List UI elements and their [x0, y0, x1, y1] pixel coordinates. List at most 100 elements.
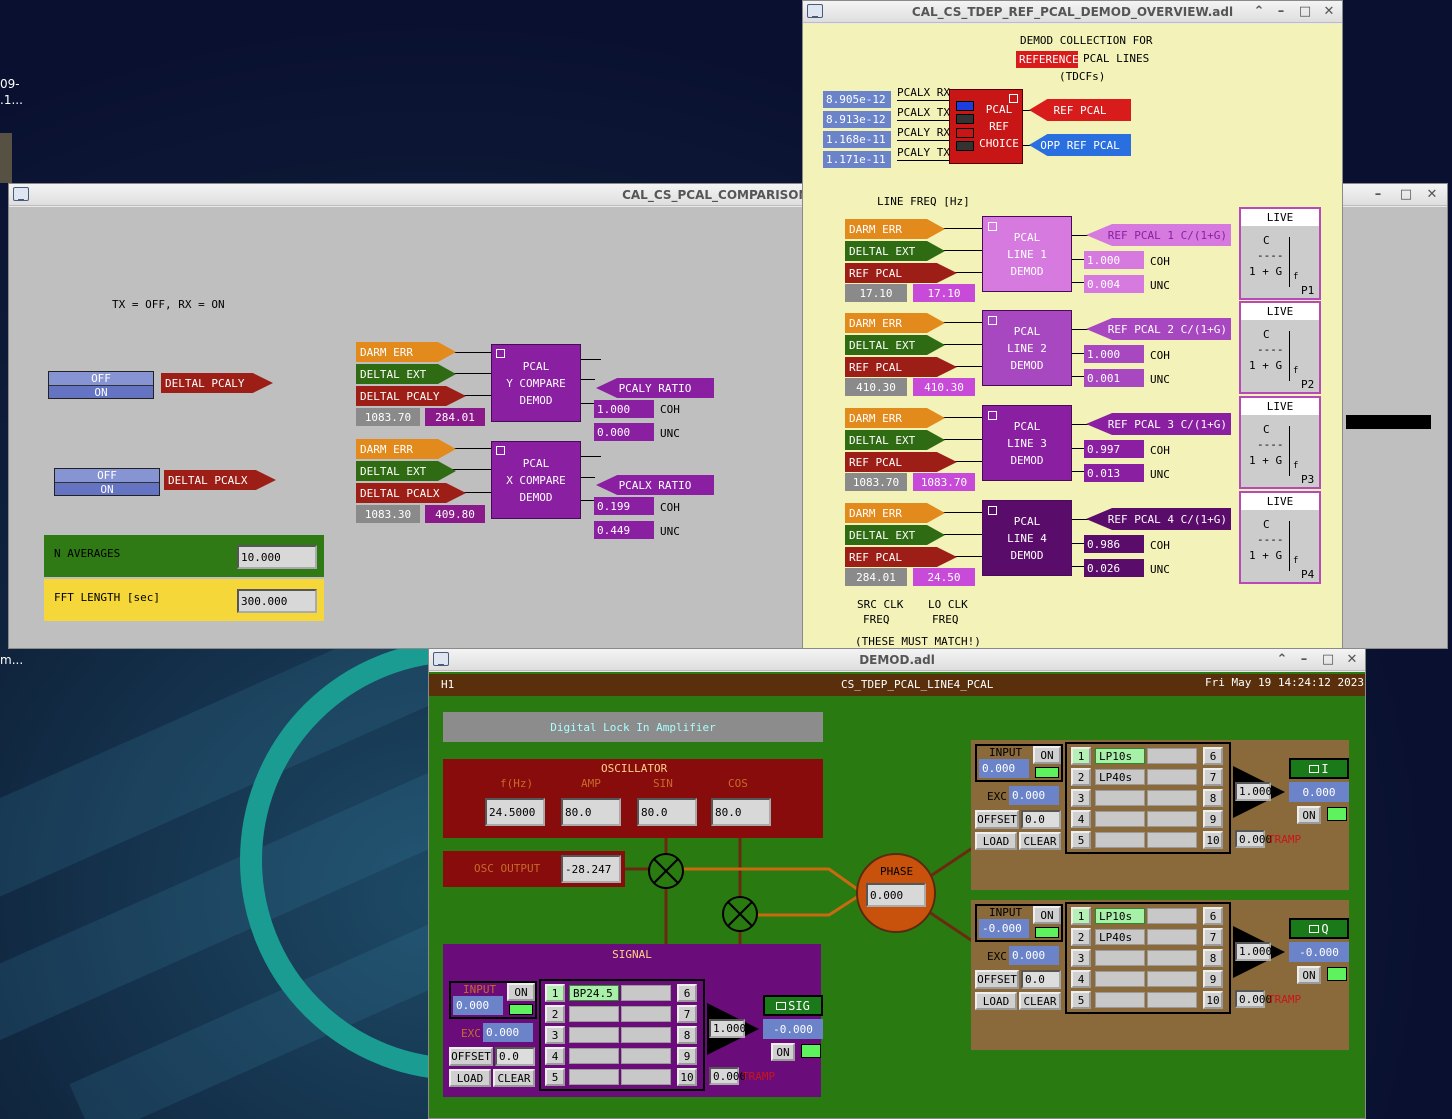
desktop-icon-thumbnail[interactable]: [0, 133, 12, 183]
q-filter-5-button[interactable]: 5: [1071, 991, 1091, 1009]
q-filter-1-button[interactable]: 1: [1071, 907, 1091, 925]
overview-titlebar[interactable]: CAL_CS_TDEP_REF_PCAL_DEMOD_OVERVIEW.adl …: [803, 1, 1342, 23]
i-offset-button[interactable]: OFFSET: [975, 810, 1019, 829]
maximize-icon[interactable]: □: [1321, 652, 1335, 667]
signal-filter-4-button[interactable]: 4: [545, 1047, 565, 1065]
signal-load-button[interactable]: LOAD: [449, 1069, 491, 1087]
deltal-pcalx-link[interactable]: DELTAL PCALX: [164, 470, 276, 490]
pcaly-on-button[interactable]: ON: [49, 385, 153, 398]
signal-offset-button[interactable]: OFFSET: [449, 1047, 493, 1066]
n-averages-input[interactable]: 10.000: [237, 545, 317, 569]
i-filter-7-button[interactable]: 7: [1203, 768, 1223, 786]
i-input-on-button[interactable]: ON: [1033, 746, 1061, 764]
line-1-deltal-ext-link[interactable]: DELTAL EXT: [845, 241, 945, 261]
signal-filter-8-button[interactable]: 8: [677, 1026, 697, 1044]
pcaly-off-button[interactable]: OFF: [49, 372, 153, 385]
signal-filter-7-button[interactable]: 7: [677, 1005, 697, 1023]
pcalx-off-button[interactable]: OFF: [55, 469, 159, 482]
pcalx-toggle[interactable]: OFF ON: [54, 468, 160, 496]
osc-sin-input[interactable]: 80.0: [637, 798, 697, 826]
line-4-deltal-ext-link[interactable]: DELTAL EXT: [845, 525, 945, 545]
opp-ref-pcal-link[interactable]: OPP REF PCAL: [1029, 134, 1131, 156]
i-offset-input[interactable]: 0.0: [1021, 810, 1061, 829]
q-filter-3-button[interactable]: 3: [1071, 949, 1091, 967]
i-tramp-input[interactable]: 0.000: [1235, 830, 1272, 848]
pcal-line-1-demod-block[interactable]: PCAL LINE 1 DEMOD: [982, 216, 1072, 292]
ref-pcal-1-link[interactable]: REF PCAL 1 C/(1+G): [1086, 224, 1231, 246]
close-icon[interactable]: ✕: [1426, 187, 1438, 202]
ref-pcal-4-link[interactable]: REF PCAL 4 C/(1+G): [1086, 508, 1231, 530]
i-output-button[interactable]: I: [1289, 758, 1349, 779]
restore-icon[interactable]: ⌃: [1253, 4, 1265, 19]
signal-filter-3-button[interactable]: 3: [545, 1026, 565, 1044]
window-icon[interactable]: [807, 4, 823, 18]
q-filter-2-button[interactable]: 2: [1071, 928, 1091, 946]
signal-filter-10-button[interactable]: 10: [677, 1068, 697, 1086]
pcalx-ratio-link[interactable]: PCALX RATIO: [596, 475, 714, 495]
close-icon[interactable]: ✕: [1346, 652, 1358, 667]
y-deltal-pcaly-link[interactable]: DELTAL PCALY: [356, 386, 466, 406]
osc-amp-input[interactable]: 80.0: [561, 798, 621, 826]
x-deltal-pcalx-link[interactable]: DELTAL PCALX: [356, 483, 466, 503]
pcal-ref-choice-block[interactable]: PCAL REF CHOICE: [949, 89, 1023, 164]
window-icon[interactable]: [433, 652, 449, 666]
i-filter-5-button[interactable]: 5: [1071, 831, 1091, 849]
signal-output-button[interactable]: SIG: [763, 995, 823, 1016]
signal-filter-9-button[interactable]: 9: [677, 1047, 697, 1065]
i-filter-3-button[interactable]: 3: [1071, 789, 1091, 807]
q-filter-6-button[interactable]: 6: [1203, 907, 1223, 925]
i-filter-1-button[interactable]: 1: [1071, 747, 1091, 765]
y-darm-err-link[interactable]: DARM ERR: [356, 342, 456, 362]
line-3-darm-err-link[interactable]: DARM ERR: [845, 408, 945, 428]
line-3-ref-pcal-link[interactable]: REF PCAL: [845, 452, 957, 472]
pcaly-ratio-link[interactable]: PCALY RATIO: [596, 378, 714, 398]
signal-filter-2-button[interactable]: 2: [545, 1005, 565, 1023]
line-1-ref-pcal-link[interactable]: REF PCAL: [845, 263, 957, 283]
related-display-icon[interactable]: [496, 446, 505, 455]
q-gain-input[interactable]: 1.000: [1235, 942, 1272, 961]
q-offset-button[interactable]: OFFSET: [975, 970, 1019, 989]
pcal-x-compare-demod-block[interactable]: PCAL X COMPARE DEMOD: [491, 441, 581, 519]
i-filter-6-button[interactable]: 6: [1203, 747, 1223, 765]
x-darm-err-link[interactable]: DARM ERR: [356, 439, 456, 459]
q-filter-4-button[interactable]: 4: [1071, 970, 1091, 988]
q-output-button[interactable]: Q: [1289, 918, 1349, 939]
x-deltal-ext-link[interactable]: DELTAL EXT: [356, 461, 456, 481]
osc-frequency-input[interactable]: 24.5000: [485, 798, 545, 826]
i-gain-input[interactable]: 1.000: [1235, 782, 1272, 801]
line-1-darm-err-link[interactable]: DARM ERR: [845, 219, 945, 239]
line-3-deltal-ext-link[interactable]: DELTAL EXT: [845, 430, 945, 450]
related-display-icon[interactable]: [1009, 94, 1018, 103]
ref-pcal-2-link[interactable]: REF PCAL 2 C/(1+G): [1086, 318, 1231, 340]
osc-cos-input[interactable]: 80.0: [711, 798, 771, 826]
signal-filter-6-button[interactable]: 6: [677, 984, 697, 1002]
demod-titlebar[interactable]: DEMOD.adl ⌃ – □ ✕: [429, 649, 1365, 671]
minimize-icon[interactable]: –: [1300, 652, 1308, 667]
q-filter-7-button[interactable]: 7: [1203, 928, 1223, 946]
q-offset-input[interactable]: 0.0: [1021, 970, 1061, 989]
i-filter-8-button[interactable]: 8: [1203, 789, 1223, 807]
y-deltal-ext-link[interactable]: DELTAL EXT: [356, 364, 456, 384]
live-plot-p3[interactable]: LIVE C ---- 1 + G f P3: [1239, 396, 1321, 489]
q-filter-8-button[interactable]: 8: [1203, 949, 1223, 967]
pcal-line-4-demod-block[interactable]: PCAL LINE 4 DEMOD: [982, 500, 1072, 576]
pcal-y-compare-demod-block[interactable]: PCAL Y COMPARE DEMOD: [491, 344, 581, 422]
restore-icon[interactable]: ⌃: [1276, 652, 1288, 667]
signal-tramp-input[interactable]: 0.000: [709, 1067, 746, 1085]
q-filter-9-button[interactable]: 9: [1203, 970, 1223, 988]
live-plot-p2[interactable]: LIVE C ---- 1 + G f P2: [1239, 301, 1321, 394]
signal-filter-5-button[interactable]: 5: [545, 1068, 565, 1086]
pcaly-toggle[interactable]: OFF ON: [48, 371, 154, 399]
related-display-icon[interactable]: [988, 222, 997, 231]
q-load-button[interactable]: LOAD: [975, 992, 1017, 1010]
line-2-deltal-ext-link[interactable]: DELTAL EXT: [845, 335, 945, 355]
maximize-icon[interactable]: □: [1298, 4, 1312, 19]
i-filter-4-button[interactable]: 4: [1071, 810, 1091, 828]
q-output-on-button[interactable]: ON: [1297, 966, 1321, 984]
line-4-ref-pcal-link[interactable]: REF PCAL: [845, 547, 957, 567]
signal-clear-button[interactable]: CLEAR: [493, 1069, 535, 1087]
deltal-pcaly-link[interactable]: DELTAL PCALY: [161, 373, 273, 393]
related-display-icon[interactable]: [496, 349, 505, 358]
pcal-line-2-demod-block[interactable]: PCAL LINE 2 DEMOD: [982, 310, 1072, 386]
signal-output-on-button[interactable]: ON: [771, 1043, 795, 1061]
